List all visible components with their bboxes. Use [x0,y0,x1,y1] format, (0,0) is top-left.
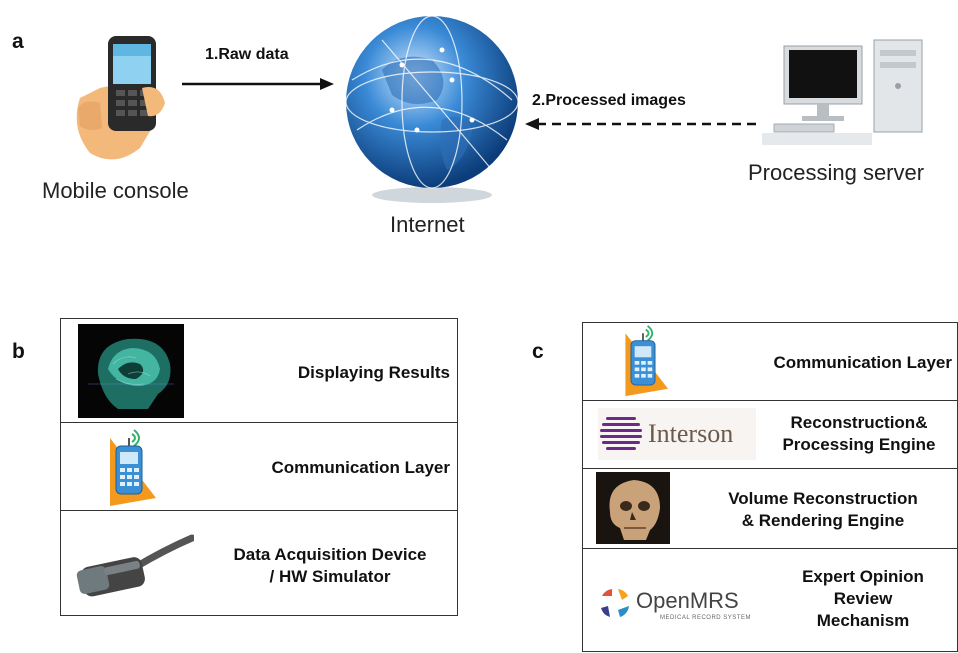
panel-c-row3-line2: & Rendering Engine [741,511,905,531]
ultrasound-probe-icon [74,530,194,600]
panel-c-row2-label: Reconstruction& Processing Engine [762,412,956,456]
panel-b-row3-label: Data Acquisition Device / HW Simulator [205,544,455,588]
mobile-console-label: Mobile console [42,178,189,203]
panel-c-row3-label: Volume Reconstruction & Rendering Engine [690,488,956,532]
processed-images-arrow [525,116,760,132]
openmrs-logo-text: OpenMRS [636,588,739,613]
panel-b-row1-label: Displaying Results [297,363,450,382]
panel-c-divider-3 [582,548,958,549]
panel-c-divider-1 [582,400,958,401]
globe-icon [342,10,522,205]
panel-b-row3-line2: / HW Simulator [269,567,391,587]
panel-c-divider-2 [582,468,958,469]
panel-c-row4-line2: Review [833,589,893,609]
raw-data-label: 1.Raw data [205,46,289,63]
interson-logo-mark [600,417,642,450]
panel-c-row2-line2: Processing Engine [782,435,936,455]
processed-images-label: 2.Processed images [532,92,686,109]
skull-3d-icon [596,472,670,544]
panel-a-letter: a [12,30,24,53]
internet-label: Internet [390,212,465,237]
panel-b-row2-label: Communication Layer [271,458,450,477]
processing-server-label: Processing server [748,160,925,185]
panel-c-row3-line1: Volume Reconstruction [728,489,918,508]
panel-c-row1-label: Communication Layer [773,353,952,372]
interson-logo: Interson [598,408,756,460]
panel-b-cellphone-icon [96,428,162,508]
panel-b-divider-1 [60,422,458,423]
interson-logo-text: Interson [648,419,734,448]
panel-c-row4-line1: Expert Opinion [802,567,924,586]
panel-b-row3-line1: Data Acquisition Device [233,545,427,564]
brain-mri-icon [78,324,184,418]
panel-c-cellphone-icon [612,324,674,398]
computer-server-icon [762,38,942,148]
panel-c-row2-line1: Reconstruction& [790,413,928,432]
panel-b-letter: b [12,340,25,363]
panel-c-row4-line3: Mechanism [816,611,910,631]
raw-data-arrow [182,76,334,92]
panel-b-divider-2 [60,510,458,511]
panel-c-letter: c [532,340,544,363]
hand-phone-icon [60,28,180,168]
panel-c-row4-label: Expert Opinion Review Mechanism [770,566,956,632]
openmrs-logo: OpenMRS MEDICAL RECORD SYSTEM [598,584,758,628]
openmrs-logo-subtext: MEDICAL RECORD SYSTEM [660,615,751,621]
openmrs-logo-mark [601,589,629,617]
